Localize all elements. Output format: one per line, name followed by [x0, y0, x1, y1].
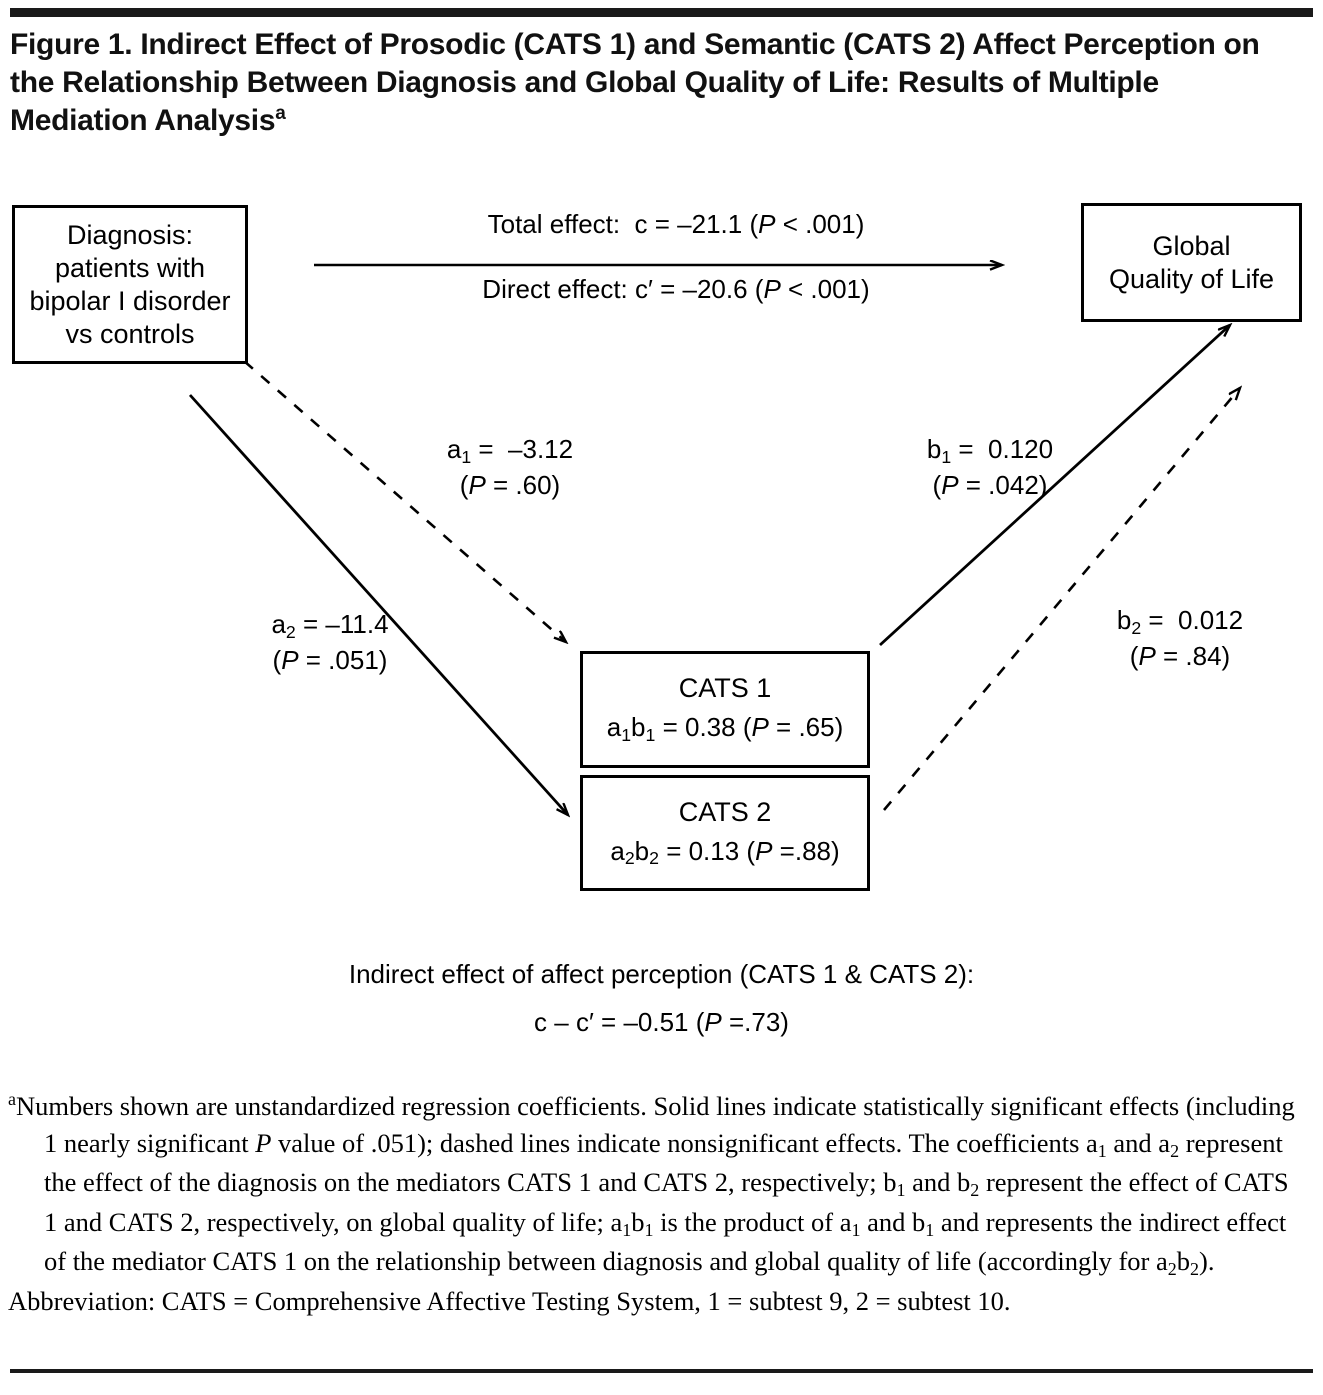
label-path-a1: a1 = –3.12(P = .60): [446, 434, 574, 500]
figure-title-superscript: a: [275, 103, 286, 124]
label-total-effect: Total effect: c = –21.1 (P < .001): [487, 209, 865, 239]
path-b2-arrow: [883, 388, 1240, 811]
figure-title: Figure 1. Indirect Effect of Prosodic (C…: [10, 26, 1300, 140]
node-diagnosis-line2: patients with: [54, 252, 206, 283]
footnote-note-a: aNumbers shown are unstandardized regres…: [8, 1089, 1295, 1280]
mediation-diagram: Diagnosis: patients with bipolar I disor…: [0, 170, 1323, 1060]
label-direct-effect: Direct effect: c′ = –20.6 (P < .001): [482, 274, 870, 304]
node-cats-2: CATS 2 a2b2 = 0.13 (P =.88): [580, 775, 870, 891]
node-gqol-line1: Global: [1152, 230, 1231, 261]
bottom-rule: [10, 1369, 1313, 1373]
figure-footnote: aNumbers shown are unstandardized regres…: [8, 1088, 1308, 1319]
path-b1-arrow: [879, 325, 1230, 647]
node-cats-1: CATS 1 a1b1 = 0.38 (P = .65): [580, 651, 870, 768]
indirect-effect-summary: Indirect effect of affect perception (CA…: [0, 950, 1323, 1046]
path-a1-arrow: [227, 346, 566, 642]
indirect-effect-line1: Indirect effect of affect perception (CA…: [348, 959, 975, 989]
label-path-b1: b1 = 0.120(P = .042): [926, 434, 1054, 500]
node-diagnosis-line3: bipolar I disorder: [29, 285, 231, 316]
footnote-marker: a: [8, 1089, 16, 1110]
node-diagnosis-line1: Diagnosis:: [66, 219, 194, 250]
node-cats2-coefficient: a2b2 = 0.13 (P =.88): [610, 835, 840, 869]
node-cats2-label: CATS 2: [678, 796, 772, 827]
node-gqol-line2: Quality of Life: [1108, 263, 1275, 294]
node-diagnosis-line4: vs controls: [65, 318, 195, 349]
path-a2-arrow: [188, 394, 568, 815]
figure-title-text: Figure 1. Indirect Effect of Prosodic (C…: [10, 28, 1260, 137]
top-rule: [10, 8, 1313, 17]
node-diagnosis: Diagnosis: patients with bipolar I disor…: [12, 205, 248, 364]
footnote-abbreviation: Abbreviation: CATS = Comprehensive Affec…: [8, 1285, 1011, 1316]
diagram-arrows: [188, 170, 1323, 1060]
node-cats1-coefficient: a1b1 = 0.38 (P = .65): [606, 712, 844, 745]
label-path-b2: b2 = 0.012(P = .84): [1116, 605, 1244, 671]
label-path-a2: a2 = –11.4(P = .051): [271, 609, 389, 675]
node-global-quality-of-life: Global Quality of Life: [1081, 203, 1302, 322]
indirect-effect-line2: c – c′ = –0.51 (P =.73): [534, 1007, 789, 1037]
node-cats1-label: CATS 1: [678, 673, 772, 703]
